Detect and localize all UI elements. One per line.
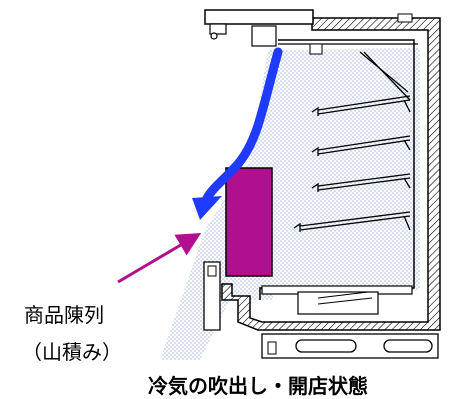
inner-wall xyxy=(259,39,415,300)
canopy xyxy=(204,9,314,25)
diagram-caption: 冷気の吹出し・開店状態 xyxy=(148,374,368,398)
pointer-arrow xyxy=(117,232,202,284)
product-display-label: 商品陳列 xyxy=(24,303,104,327)
airflow-arrowhead xyxy=(192,196,222,220)
shelves xyxy=(293,51,411,232)
stacked-note-label: （山積み） xyxy=(22,340,122,364)
cold-air-mist xyxy=(160,48,420,360)
airflow-arrow xyxy=(201,47,283,205)
product-stack xyxy=(225,167,273,277)
cabinet-wall xyxy=(221,17,441,331)
